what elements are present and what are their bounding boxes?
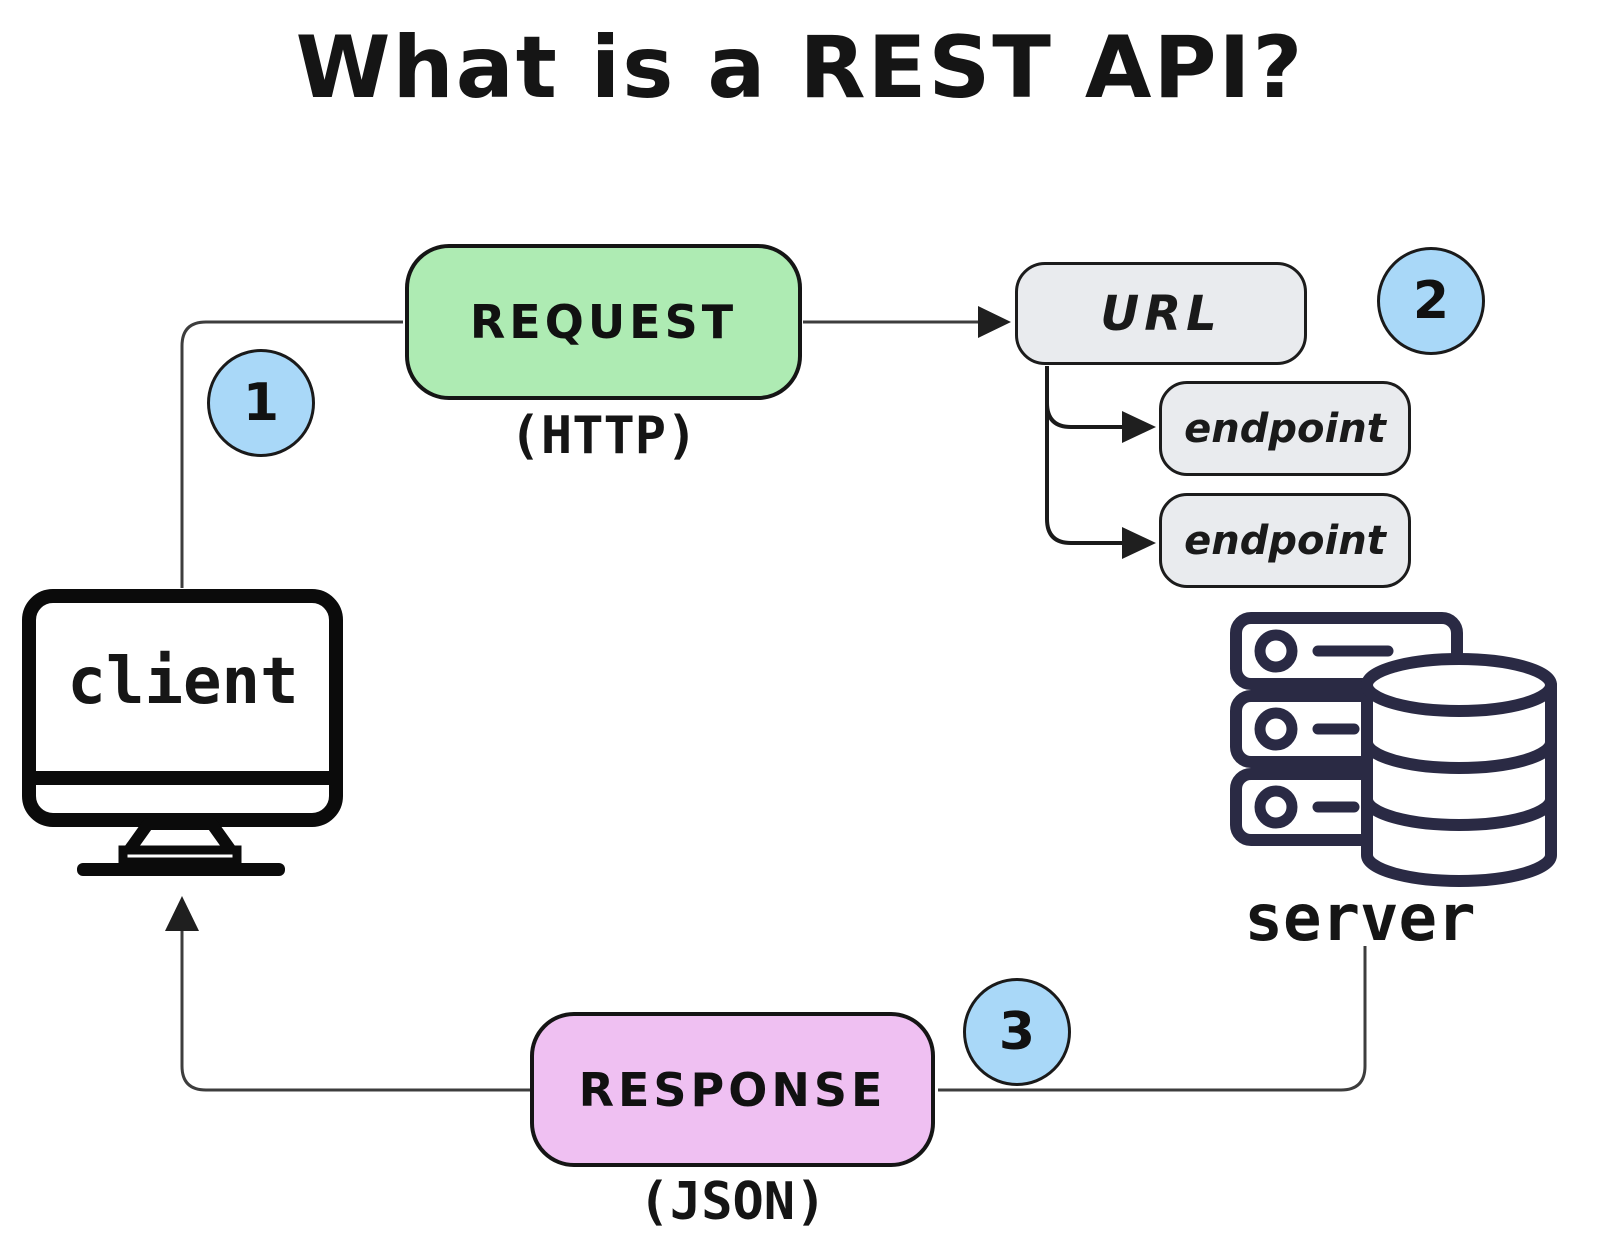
- server-label: server: [1244, 882, 1476, 956]
- client-monitor-icon: [22, 589, 343, 876]
- step-badge-3: 3: [963, 978, 1071, 1086]
- database-icon: [1361, 653, 1557, 887]
- request-label: REQUEST: [469, 295, 738, 349]
- page-title: What is a REST API?: [295, 18, 1305, 118]
- response-label: RESPONSE: [578, 1062, 887, 1117]
- client-to-request-line: [180, 320, 403, 588]
- server-database-icon: [1230, 612, 1557, 887]
- client-label: client: [67, 645, 299, 719]
- url-to-endpoint-arrowhead-2: [1122, 527, 1156, 559]
- url-to-endpoint-arrowhead-1: [1122, 411, 1156, 443]
- monitor-base-bar: [77, 863, 285, 876]
- endpoint-node-1: endpoint: [1159, 381, 1411, 476]
- request-to-url-arrowhead: [978, 306, 1011, 338]
- server-to-response-line: [938, 946, 1367, 1092]
- endpoint-node-2: endpoint: [1159, 493, 1411, 588]
- request-node: REQUEST: [405, 244, 802, 400]
- url-to-endpoint-line-1: [1045, 366, 1124, 429]
- request-protocol-label: (HTTP): [509, 406, 698, 466]
- response-format-label: (JSON): [638, 1172, 827, 1232]
- url-node: URL: [1015, 262, 1307, 365]
- endpoint-label-1: endpoint: [1184, 405, 1386, 452]
- response-node: RESPONSE: [530, 1012, 935, 1167]
- response-to-client-arrowhead: [165, 896, 199, 931]
- step-badge-1: 1: [207, 349, 315, 457]
- endpoint-label-2: endpoint: [1184, 517, 1386, 564]
- url-label: URL: [1100, 285, 1222, 342]
- url-to-endpoint-line-2: [1045, 366, 1124, 545]
- response-to-client-line: [180, 926, 530, 1092]
- monitor-stand-plate: [118, 845, 242, 867]
- step-badge-2: 2: [1377, 247, 1485, 355]
